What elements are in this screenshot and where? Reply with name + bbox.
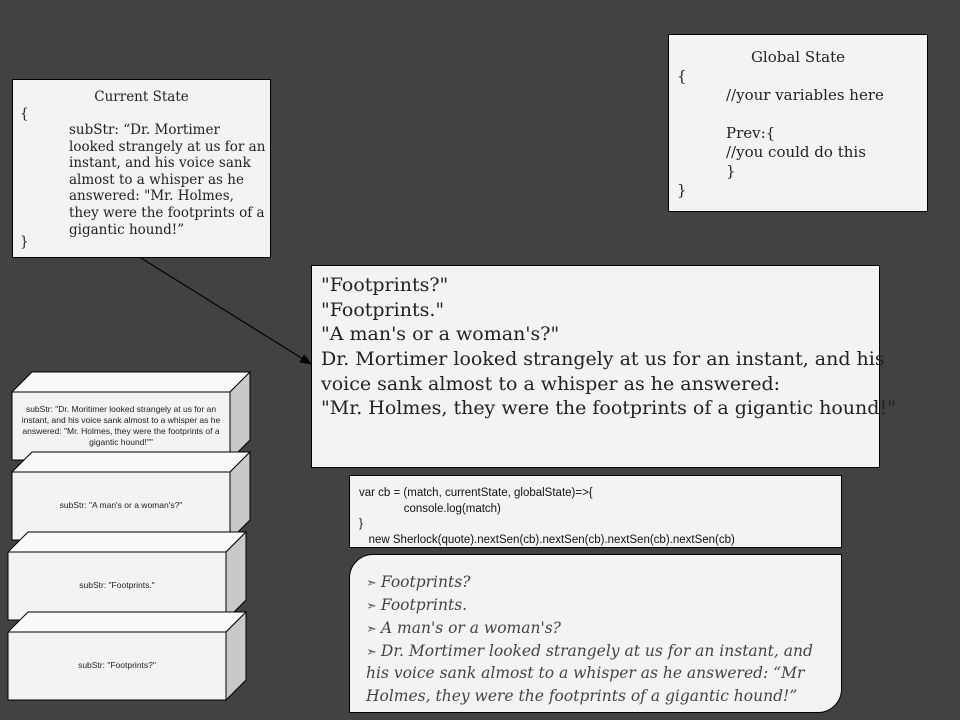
arrow-bullet-icon: ➣ bbox=[366, 576, 377, 591]
current-state-title: Current State bbox=[94, 89, 189, 105]
code-box: var cb = (match, currentState, globalSta… bbox=[349, 475, 842, 548]
stack-block-text: subStr: "Footprints?" bbox=[78, 660, 156, 671]
global-state-prev-comment: //you could do this bbox=[726, 143, 866, 161]
stack-block-1: subStr: "Footprints?" bbox=[6, 610, 248, 702]
global-state-brace-close: } bbox=[677, 181, 687, 199]
stack-block-text: subStr: "Footprints." bbox=[79, 580, 155, 591]
stack-block-text: subStr: "Dr. Moritimer looked strangely … bbox=[21, 403, 221, 448]
output-line: ➣Footprints. bbox=[366, 595, 468, 614]
current-state-brace-close: } bbox=[20, 234, 29, 250]
quote-line: "Footprints." bbox=[321, 298, 445, 321]
global-state-title: Global State bbox=[750, 48, 846, 66]
current-state-brace-open: { bbox=[20, 106, 29, 122]
output-line: ➣A man's or a woman's? bbox=[366, 618, 561, 637]
global-state-brace-open: { bbox=[677, 67, 687, 85]
code-line: new Sherlock(quote).nextSen(cb).nextSen(… bbox=[359, 533, 735, 546]
output-line: ➣Footprints? bbox=[366, 573, 471, 591]
quote-line: "A man's or a woman's?" bbox=[321, 323, 560, 346]
current-state-box: Current State { subStr: “Dr. Mortimer lo… bbox=[12, 79, 271, 258]
quote-line: Dr. Mortimer looked strangely at us for … bbox=[321, 348, 885, 371]
stack-block-3: subStr: "A man's or a woman's?" bbox=[10, 450, 252, 542]
arrow-bullet-icon: ➣ bbox=[366, 644, 377, 660]
quote-line: "Footprints?" bbox=[321, 274, 449, 296]
current-state-substr: subStr: “Dr. Mortimer looked strangely a… bbox=[69, 122, 266, 238]
output-line: ➣Dr. Mortimer looked strangely at us for… bbox=[366, 641, 813, 705]
global-state-comment: //your variables here bbox=[726, 86, 884, 104]
code-line: var cb = (match, currentState, globalSta… bbox=[359, 487, 593, 499]
stack-block-4: subStr: "Dr. Moritimer looked strangely … bbox=[10, 370, 252, 462]
output-box: ➣Footprints? ➣Footprints. ➣A man's or a … bbox=[349, 554, 842, 713]
stack-block-text: subStr: "A man's or a woman's?" bbox=[59, 500, 183, 511]
global-state-prev: Prev:{ bbox=[726, 124, 776, 142]
code-line: console.log(match) bbox=[359, 502, 501, 515]
global-state-prev-close: } bbox=[726, 162, 736, 180]
global-state-box: Global State { //your variables here Pre… bbox=[668, 34, 928, 212]
code-line: } bbox=[359, 518, 363, 531]
arrow-bullet-icon: ➣ bbox=[366, 621, 377, 637]
quote-line: "Mr. Holmes, they were the footprints of… bbox=[321, 397, 896, 420]
quote-box: "Footprints?" "Footprints." "A man's or … bbox=[311, 265, 896, 468]
stack-block-2: subStr: "Footprints." bbox=[6, 530, 248, 622]
quote-line: voice sank almost to a whisper as he ans… bbox=[321, 372, 781, 395]
arrow-bullet-icon: ➣ bbox=[366, 598, 377, 614]
